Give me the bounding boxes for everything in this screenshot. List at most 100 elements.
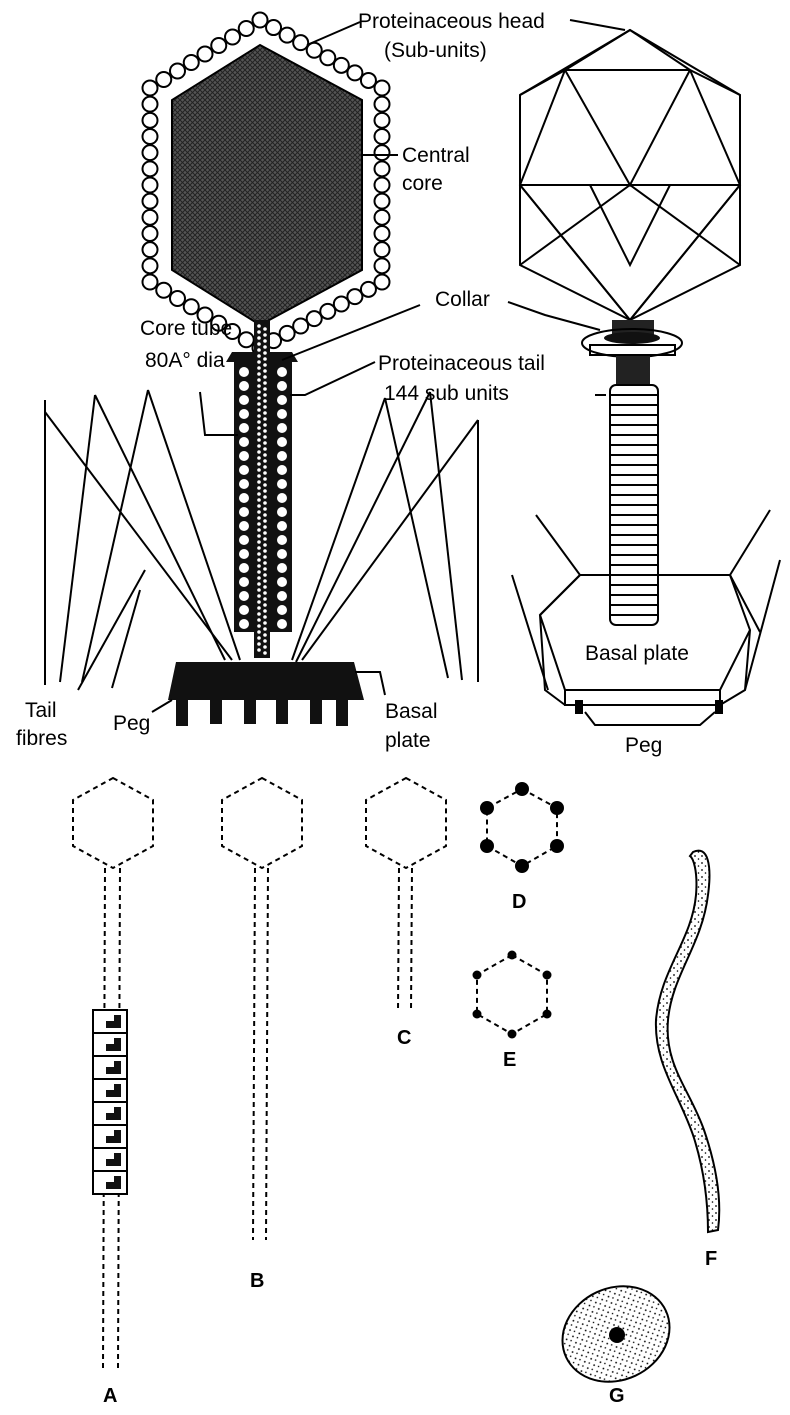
tube-bead (263, 513, 267, 517)
tube-bead (257, 522, 261, 526)
panel-d: D (480, 782, 564, 913)
tube-bead (263, 387, 267, 391)
tube-bead (257, 450, 261, 454)
tube-bead (257, 510, 261, 514)
tube-bead (257, 444, 261, 448)
tube-bead (263, 471, 267, 475)
tube-bead (263, 411, 267, 415)
sheath-bead (239, 395, 249, 405)
tube-bead (257, 600, 261, 604)
sheath-bead (239, 563, 249, 573)
head-bead (156, 283, 171, 298)
head-bead (361, 282, 376, 297)
label-core: core (402, 172, 443, 195)
label-collar: Collar (435, 288, 490, 311)
tube-bead (257, 384, 261, 388)
sheath-bead (239, 507, 249, 517)
label-peg-right: Peg (625, 734, 662, 757)
tube-bead (257, 492, 261, 496)
panel-label-e: E (503, 1049, 516, 1071)
tube-bead (263, 453, 267, 457)
head-bead (143, 145, 158, 160)
panel-f: F (656, 851, 719, 1270)
tube-bead (263, 393, 267, 397)
sheath-bead (239, 465, 249, 475)
tube-bead (263, 603, 267, 607)
tube-bead (263, 429, 267, 433)
filamentous-phage (656, 851, 719, 1232)
sheath-bead (277, 563, 287, 573)
tube-bead (257, 468, 261, 472)
tube-bead (257, 594, 261, 598)
sheath-bead (277, 437, 287, 447)
head-bead (293, 319, 308, 334)
tube-bead (257, 498, 261, 502)
sheath-bead (239, 409, 249, 419)
tube-bead (263, 555, 267, 559)
tube-bead (263, 543, 267, 547)
head-bead (375, 242, 390, 257)
head-bead (239, 21, 254, 36)
panel-e: E (473, 951, 552, 1072)
central-core (172, 45, 362, 325)
sheath-bead (239, 451, 249, 461)
head-bead (280, 326, 295, 341)
tube-bead (263, 423, 267, 427)
basal-plate (168, 662, 364, 726)
panel-b: B (222, 778, 302, 1292)
tube-bead (257, 336, 261, 340)
tube-bead (257, 432, 261, 436)
sheath-bead (239, 423, 249, 433)
sheath-bead (239, 493, 249, 503)
head-bead (156, 72, 171, 87)
sheath-bead (239, 549, 249, 559)
label-peg-left: Peg (113, 712, 150, 735)
tube-bead (257, 342, 261, 346)
tube-bead (263, 633, 267, 637)
tube-bead (263, 507, 267, 511)
head-bead (143, 210, 158, 225)
head-bead (375, 275, 390, 290)
panel-g: G (547, 1269, 686, 1407)
tube-bead (257, 576, 261, 580)
tube-bead (257, 528, 261, 532)
collar (582, 320, 682, 357)
tube-bead (257, 564, 261, 568)
tube-bead (257, 420, 261, 424)
tube-bead (263, 351, 267, 355)
tube-bead (263, 645, 267, 649)
tube-bead (263, 399, 267, 403)
head-bead (225, 30, 240, 45)
tube-bead (257, 396, 261, 400)
tube-bead (263, 447, 267, 451)
tube-bead (263, 573, 267, 577)
tube-bead (257, 408, 261, 412)
head-bead (143, 97, 158, 112)
panel-label-d: D (512, 891, 526, 913)
panel-label-f: F (705, 1248, 717, 1270)
tube-bead (257, 642, 261, 646)
tube-bead (257, 612, 261, 616)
sheath-bead (239, 619, 249, 629)
tube-bead (263, 525, 267, 529)
tube-bead (257, 516, 261, 520)
sheath-bead (277, 409, 287, 419)
panel-a: A (73, 778, 153, 1407)
head-bead (143, 242, 158, 257)
panel-label-c: C (397, 1027, 411, 1049)
label-fibres: fibres (16, 727, 67, 750)
tube-bead (257, 546, 261, 550)
sheath-bead (239, 437, 249, 447)
tube-bead (257, 630, 261, 634)
tube-bead (257, 480, 261, 484)
tube-bead (257, 390, 261, 394)
tube-bead (257, 474, 261, 478)
tube-bead (263, 441, 267, 445)
head-bead (143, 226, 158, 241)
sheath-bead (239, 521, 249, 531)
head-bead (320, 304, 335, 319)
tube-bead (257, 456, 261, 460)
head-bead (198, 47, 213, 62)
sheath-bead (277, 591, 287, 601)
